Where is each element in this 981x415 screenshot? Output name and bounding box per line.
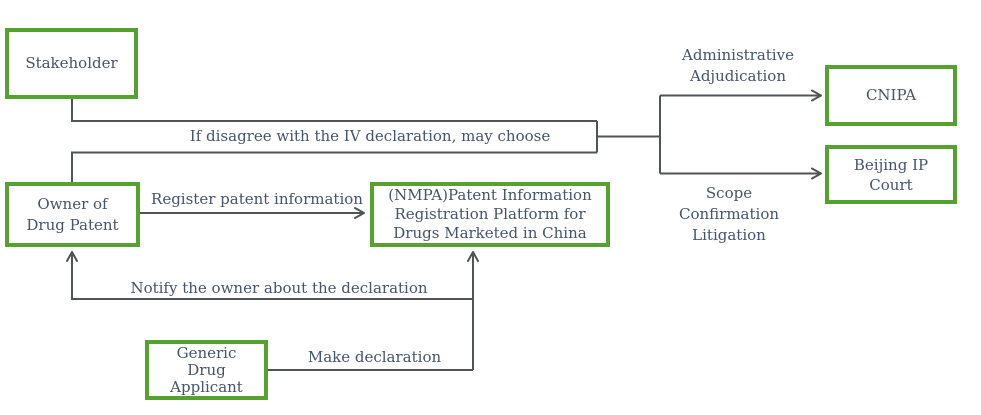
node-beijing-ip-court: Beijing IP Court [825, 145, 957, 204]
node-generic-drug-applicant: Generic Drug Applicant [145, 340, 268, 400]
wire-owner-to-choice [71, 151, 597, 182]
node-cnipa: CNIPA [825, 65, 957, 126]
edge-label-make-declaration: Make declaration [307, 348, 442, 366]
node-stakeholder: Stakeholder [5, 28, 138, 99]
wire-stakeholder-to-choice [71, 99, 597, 122]
edge-label-notify-owner: Notify the owner about the declaration [130, 279, 428, 297]
edge-label-register-patent-information: Register patent information [151, 190, 363, 208]
edge-label-disagree-choice: If disagree with the IV declaration, may… [189, 127, 551, 145]
edge-label-scope-confirmation-litigation: Scope Confirmation Litigation [678, 184, 780, 244]
node-nmpa-platform: (NMPA)Patent Information Registration Pl… [370, 182, 610, 247]
wire-notify-to-owner-arrow [66, 251, 473, 300]
edge-label-administrative-adjudication: Administrative Adjudication [682, 46, 794, 85]
node-owner-of-drug-patent: Owner of Drug Patent [5, 182, 140, 247]
